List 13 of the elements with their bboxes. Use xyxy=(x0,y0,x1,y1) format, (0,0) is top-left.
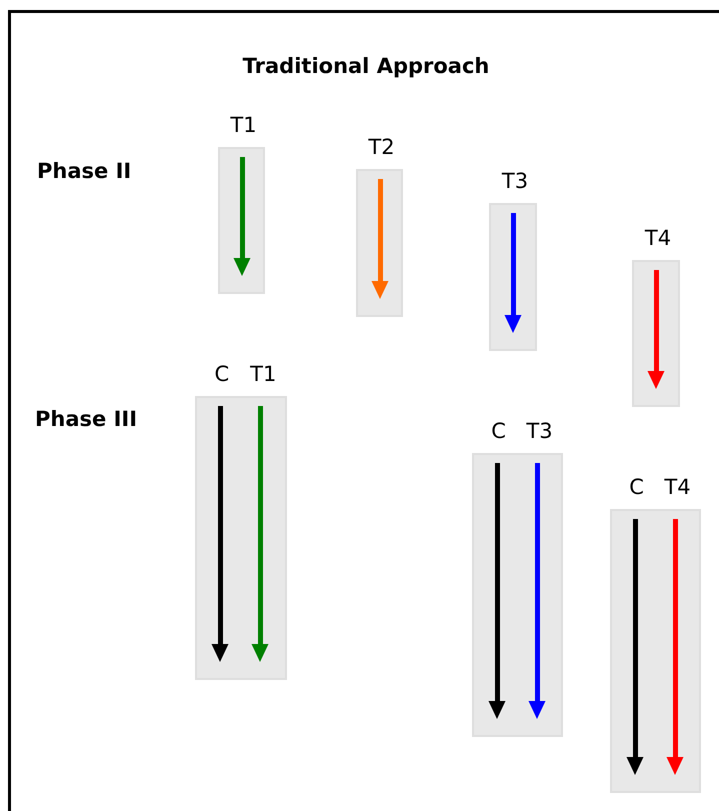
column-heading: C xyxy=(629,475,644,499)
column-heading: T3 xyxy=(526,419,553,443)
row-label: Phase II xyxy=(37,159,132,183)
column-heading: T4 xyxy=(664,475,691,499)
diagram-title: Traditional Approach xyxy=(242,54,490,78)
row-label: Phase III xyxy=(35,407,138,431)
column-heading: T1 xyxy=(250,362,276,386)
column-heading: T3 xyxy=(502,169,528,193)
column-heading: C xyxy=(214,362,230,386)
column-heading: C xyxy=(491,419,506,443)
column-heading: T2 xyxy=(368,135,395,159)
column-heading: T1 xyxy=(230,113,257,137)
column-heading: T4 xyxy=(644,226,672,250)
